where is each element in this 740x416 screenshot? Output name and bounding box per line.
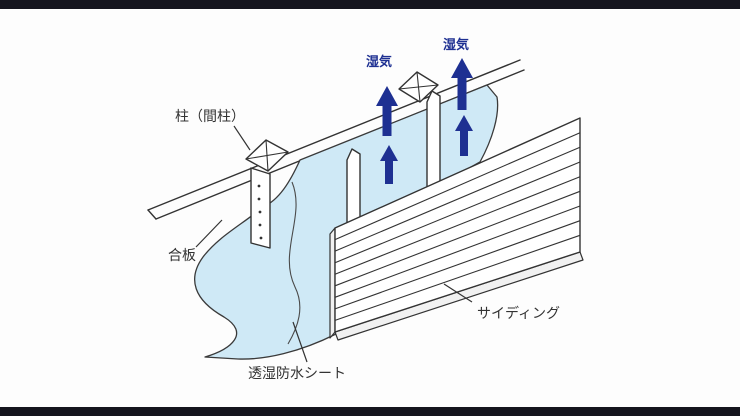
label-siding: サイディング [477,305,560,321]
moisture-arrow-up-icon [376,86,398,136]
moisture-arrow-up-icon [455,115,473,156]
siding-board-line [334,176,581,275]
pillar-cut-x-line-2 [265,139,269,172]
label-pillar: 柱（間柱） [175,108,245,124]
siding-board-line [334,205,581,298]
label-sheet: 透湿防水シート [248,365,346,381]
siding-board-line [334,190,581,287]
top-letterbox-bar [0,0,740,9]
siding-board-line [334,220,581,310]
leader-siding [443,283,473,303]
leader-sheet [292,321,308,363]
label-moisture-right: 湿気 [443,37,469,52]
siding-end-face [329,227,336,339]
pillar-post-face [250,167,271,249]
nail-dot [258,210,262,214]
nail-dot [258,223,262,227]
nail-dot [257,197,261,201]
siding-board-lines [334,132,581,321]
leader-pillar [233,125,251,151]
furring-stud-left [346,148,361,232]
pillar-section-left [245,139,289,249]
furring-stud-right [426,90,441,198]
moisture-labels: 湿気 湿気 [366,37,469,69]
leader-plywood [195,219,223,248]
moisture-arrow-up-icon [380,145,398,184]
label-plywood: 合板 [168,247,196,263]
nail-dot [259,236,263,240]
diagram-labels: 柱（間柱） 合板 透湿防水シート サイディング [168,108,560,381]
siding-board-line [334,146,581,252]
pillar-cut-x-line-2 [416,71,421,103]
siding-board-line [334,132,581,241]
siding-board-line [334,234,581,321]
nail-dot [257,184,261,188]
wall-top-edge-end-cap [147,209,157,220]
bottom-letterbox-bar [0,407,740,416]
pillar-section-top [398,71,439,103]
siding-board-line [334,161,581,264]
moisture-arrow-up-icon [451,58,473,110]
sheet-fold-line [287,181,301,345]
label-moisture-left: 湿気 [366,54,392,69]
moisture-arrows [376,58,473,184]
siding-panel [329,117,584,341]
